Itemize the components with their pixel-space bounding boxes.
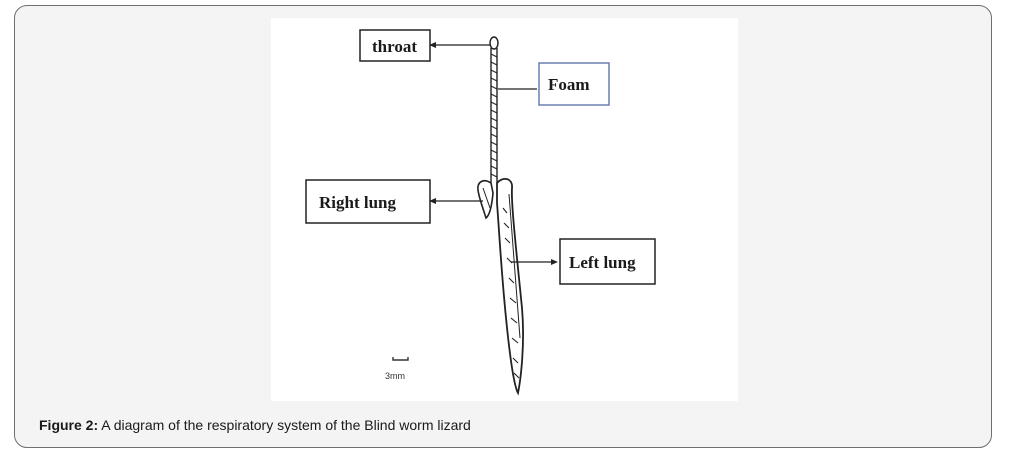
scale-bar: 3mm	[385, 357, 409, 381]
svg-text:3mm: 3mm	[385, 371, 405, 381]
svg-text:Foam: Foam	[548, 75, 590, 94]
svg-text:Left lung: Left lung	[569, 253, 636, 272]
svg-text:throat: throat	[372, 37, 417, 56]
caption-prefix: Figure 2:	[39, 417, 99, 433]
throat-label: throat	[359, 29, 431, 62]
caption-text: A diagram of the respiratory system of t…	[98, 417, 471, 433]
right-lung	[477, 180, 494, 220]
figure-caption: Figure 2: A diagram of the respiratory s…	[39, 417, 471, 433]
trachea	[489, 36, 499, 183]
left-lung-label: Left lung	[559, 238, 656, 285]
respiratory-diagram: throat	[305, 29, 656, 396]
left-lung-arrow	[511, 259, 558, 265]
diagram-image: throat	[271, 18, 738, 401]
foam-label: Foam	[538, 62, 610, 106]
right-lung-label: Right lung	[305, 179, 431, 224]
svg-text:Right lung: Right lung	[319, 193, 396, 212]
left-lung	[496, 177, 524, 396]
right-lung-arrow	[429, 198, 483, 204]
throat-arrow	[429, 42, 491, 48]
